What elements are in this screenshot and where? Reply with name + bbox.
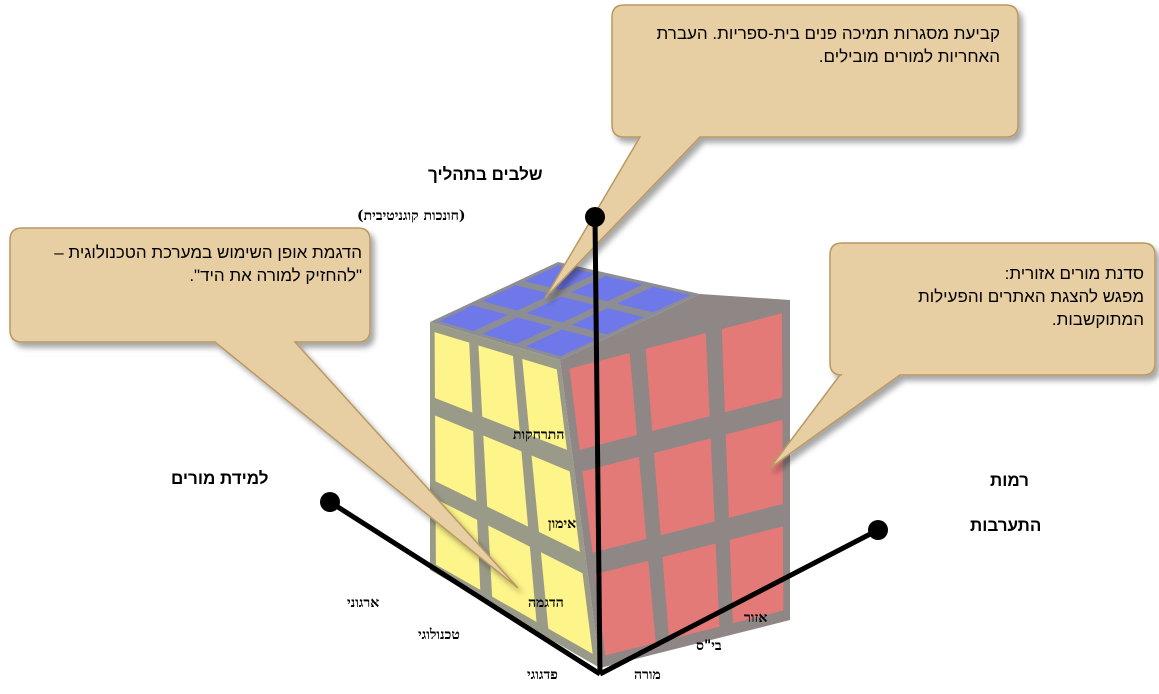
- cube-left-sticker: [488, 525, 537, 622]
- vertical-axis-line: [592, 216, 603, 675]
- cube-left-sticker: [435, 415, 477, 502]
- cube-right-sticker: [729, 526, 784, 624]
- cube-right-sticker: [645, 333, 710, 432]
- vertical-tick-distancing: התרחקות: [513, 427, 565, 443]
- cube-right-sticker: [582, 456, 647, 553]
- callout-top-text: קביעת מסגרות תמיכה פנים בית-ספריות. העבר…: [656, 24, 1000, 66]
- cube-left-sticker: [522, 358, 567, 450]
- left-axis-endpoint: [320, 492, 340, 512]
- cube-left-sticker: [483, 435, 529, 527]
- cube-left-sticker: [478, 345, 520, 432]
- cube-top-sticker: [525, 329, 598, 357]
- cube-right-sticker: [725, 419, 783, 518]
- callout-left: [9, 227, 519, 589]
- callout-right-text: סדנת מורים אזורית: מפגש להצגת האתרים והפ…: [846, 262, 1144, 331]
- rubiks-cube: [430, 262, 790, 668]
- vertical-axis-title: שלבים בתהליך: [428, 165, 543, 184]
- left-axis-line: [328, 499, 602, 677]
- vertical-axis-subtitle: (חונכות קוגניטיבית): [357, 208, 466, 224]
- cube-right-sticker: [569, 353, 637, 450]
- left-tick-organizational: ארגוני: [347, 595, 380, 611]
- cube-top-sticker: [439, 305, 509, 332]
- cube-top-sticker: [526, 296, 598, 323]
- right-axis-title-line1: רמות: [990, 471, 1029, 490]
- vertical-tick-coaching: אימון: [548, 516, 577, 532]
- cube-left-sticker: [531, 455, 580, 552]
- cube-top-sticker: [570, 275, 643, 302]
- vertical-tick-modeling: הדגמה: [528, 595, 564, 611]
- callout-right-line1: סדנת מורים אזורית:: [1004, 264, 1144, 283]
- cube-right-sticker: [721, 313, 783, 413]
- cube-right-sticker: [654, 438, 715, 536]
- cube-left-sticker: [540, 552, 593, 654]
- right-axis-title-line2: התערבות: [970, 516, 1042, 535]
- callout-right: [769, 242, 1156, 469]
- cube-top-sticker: [571, 308, 644, 335]
- right-axis-endpoint: [868, 520, 888, 540]
- callout-left-bubble: [9, 227, 519, 589]
- callout-top-bubble: [544, 4, 1019, 299]
- callout-top: [544, 4, 1019, 299]
- cube-top-sticker: [616, 286, 691, 313]
- vertical-axis-endpoint: [585, 207, 605, 227]
- right-axis-line: [598, 527, 880, 677]
- cube-top-sticker: [482, 317, 553, 344]
- left-tick-pedagogical: פדגוגי: [527, 667, 558, 683]
- right-tick-teacher: מורה: [634, 667, 661, 683]
- right-tick-region: אזור: [744, 610, 768, 626]
- left-axis-title: למידת מורים: [171, 469, 269, 488]
- cube-left-sticker: [434, 332, 473, 413]
- right-tick-school: בי"ס: [696, 638, 722, 654]
- cube-right-sticker: [662, 543, 720, 640]
- left-tick-technological: טכנולוגי: [418, 627, 460, 643]
- callout-right-line2: מפגש להצגת האתרים והפעילות המתוקשבות.: [917, 287, 1144, 329]
- callout-left-text: הדגמת אופן השימוש במערכת הטכנולוגית – "ל…: [54, 243, 362, 285]
- axes: [320, 207, 888, 677]
- callout-right-bubble: [769, 242, 1156, 469]
- cube-top-sticker: [481, 285, 552, 311]
- cube-right-sticker: [595, 560, 656, 656]
